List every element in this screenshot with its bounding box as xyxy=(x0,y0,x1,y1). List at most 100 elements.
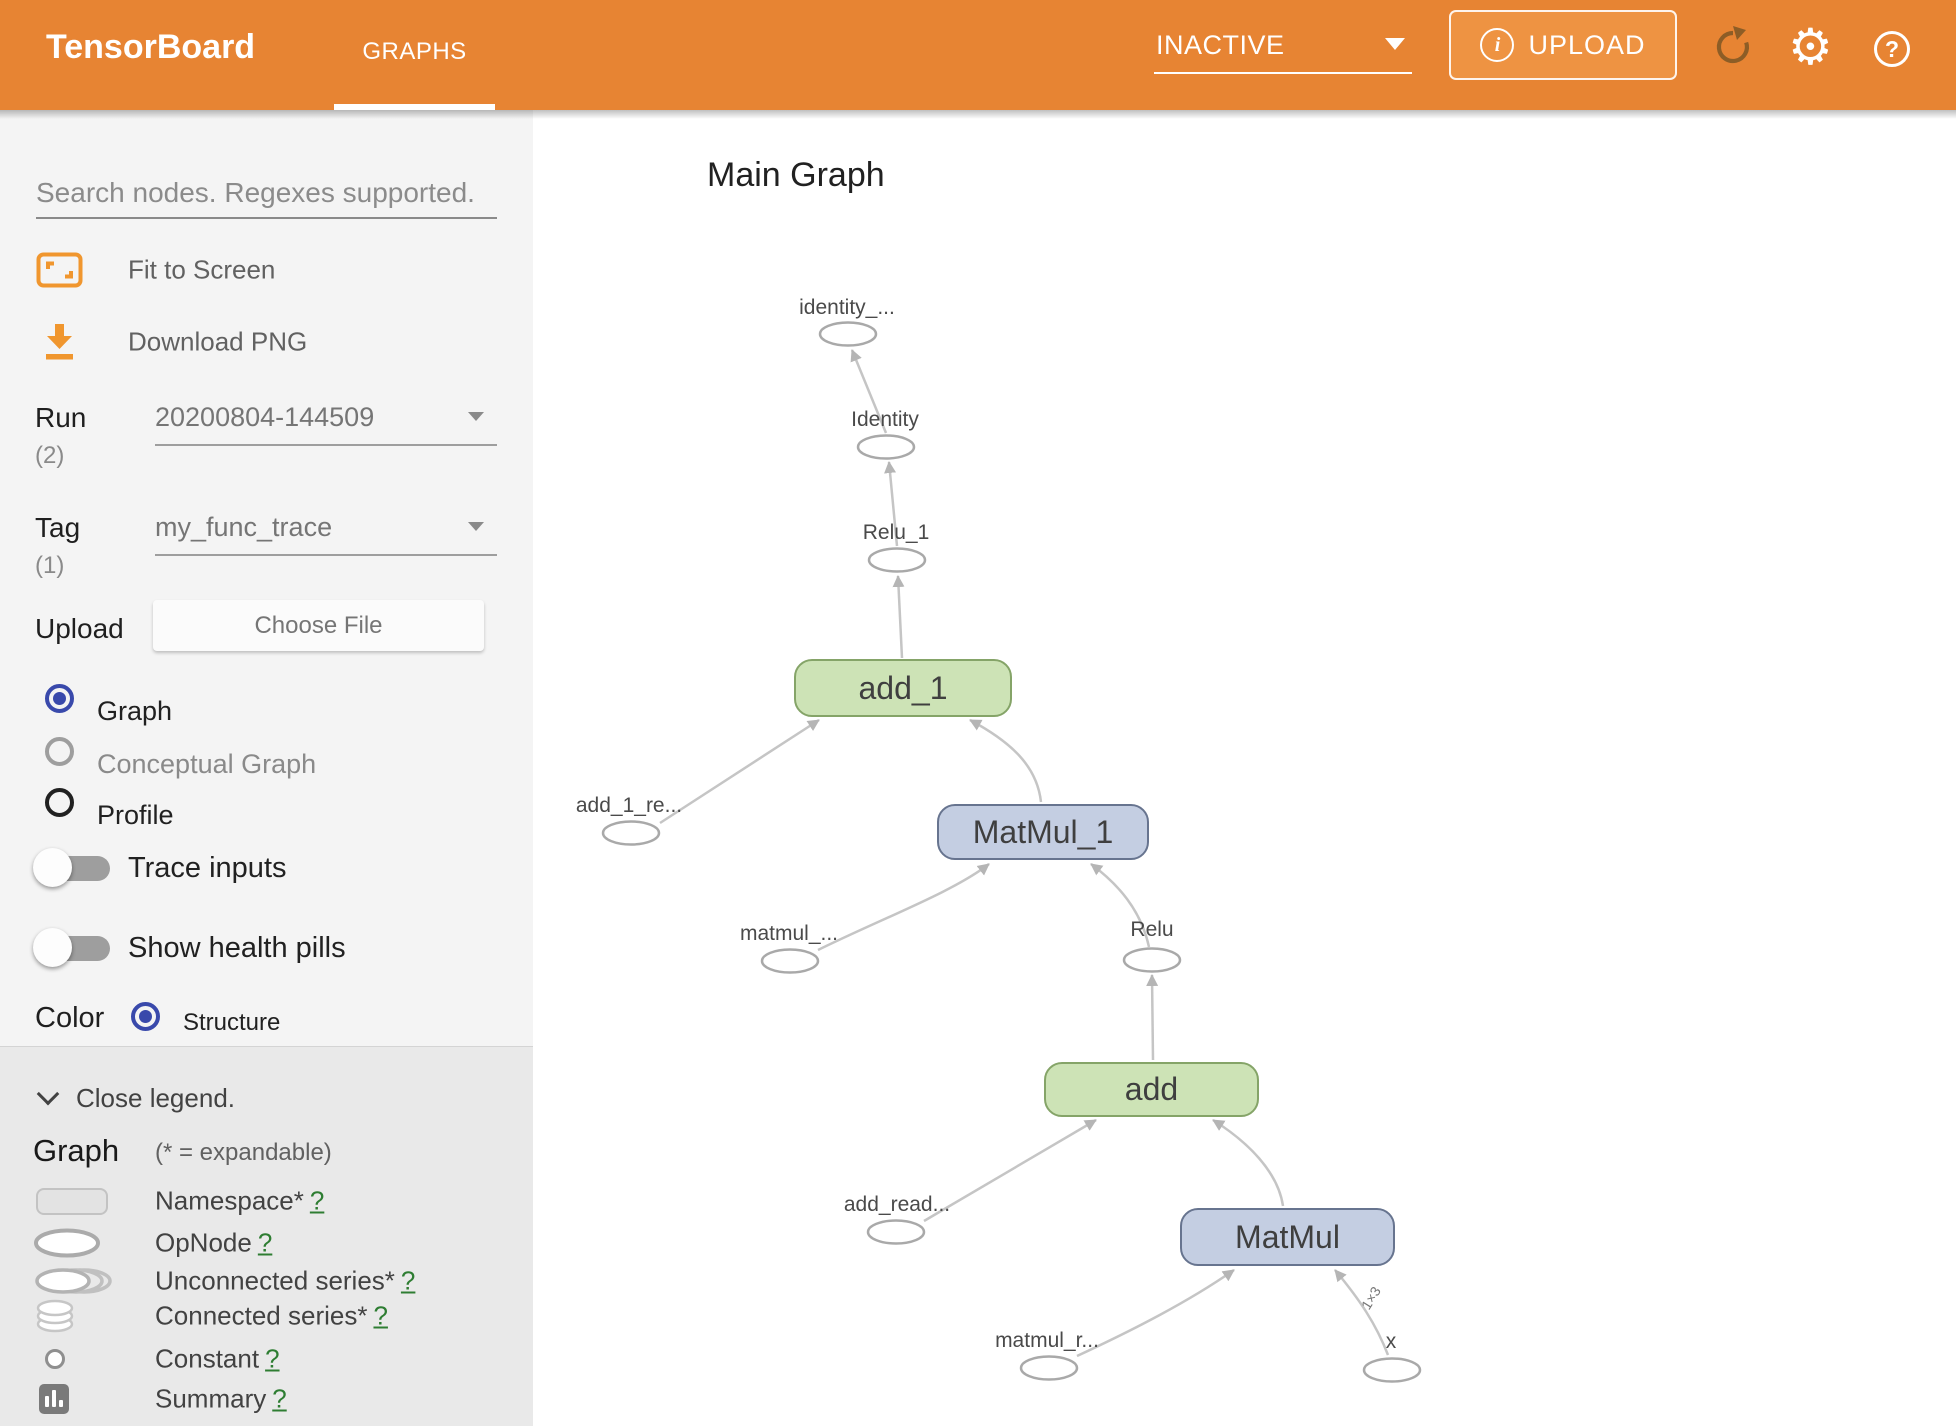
legend-item-namespace: Namespace*? xyxy=(0,1181,533,1221)
graph-pane[interactable]: Main Graph add_1 MatMul_1 add MatMul ide… xyxy=(533,110,1956,1426)
op-label-add-1-read: add_1_re... xyxy=(575,794,683,817)
help-icon[interactable]: ? xyxy=(1874,31,1910,67)
chevron-down-icon xyxy=(36,1082,60,1106)
color-structure-label: Structure xyxy=(183,1009,281,1036)
legend-panel: Close legend. Graph (* = expandable) Nam… xyxy=(0,1046,533,1426)
tag-count: (1) xyxy=(35,552,65,579)
opnode-ellipse-icon xyxy=(34,1228,100,1258)
gear-icon[interactable]: ⚙ xyxy=(1788,19,1833,75)
summary-icon xyxy=(39,1384,69,1414)
help-link[interactable]: ? xyxy=(257,1227,273,1258)
legend-item-summary: Summary? xyxy=(0,1379,533,1419)
edge-add1read-to-add1 xyxy=(659,718,820,825)
opnode-add-read[interactable] xyxy=(866,1219,926,1245)
edge-matmulread2-to-matmul1 xyxy=(817,863,990,952)
help-link[interactable]: ? xyxy=(373,1300,388,1331)
dropdown-underline xyxy=(1154,72,1412,74)
opnode-relu[interactable] xyxy=(1122,947,1182,973)
chevron-down-icon[interactable] xyxy=(468,412,484,421)
legend-heading: Graph xyxy=(33,1133,120,1168)
help-link[interactable]: ? xyxy=(265,1343,280,1374)
help-link[interactable]: ? xyxy=(400,1265,416,1296)
header-shadow xyxy=(0,110,1956,119)
radio-color-structure[interactable] xyxy=(131,1002,160,1031)
op-label-relu: Relu xyxy=(1130,918,1174,941)
legend-item-unconnected-series: Unconnected series*? xyxy=(0,1261,533,1301)
edge-add-to-relu xyxy=(1146,974,1159,1061)
chevron-down-icon[interactable] xyxy=(468,522,484,531)
node-matmul[interactable]: MatMul xyxy=(1180,1208,1395,1266)
op-label-identity-output: identity_... xyxy=(799,296,895,319)
run-label: Run xyxy=(35,402,87,433)
edge-relu1-to-identity xyxy=(884,461,899,547)
opnode-matmul-read-2[interactable] xyxy=(760,948,820,974)
upload-button[interactable]: i UPLOAD xyxy=(1449,10,1677,80)
show-health-pills-label: Show health pills xyxy=(128,932,346,964)
radio-conceptual-graph-label: Conceptual Graph xyxy=(97,749,317,779)
edge-matmul-to-add xyxy=(1212,1118,1285,1207)
app-title: TensorBoard xyxy=(46,28,256,66)
close-legend-button[interactable]: Close legend. xyxy=(36,1081,235,1115)
node-add[interactable]: add xyxy=(1044,1062,1259,1117)
graph-canvas xyxy=(601,321,1422,1383)
op-label-matmul-read: matmul_r... xyxy=(995,1329,1099,1352)
fit-to-screen-button[interactable]: Fit to Screen xyxy=(0,246,533,294)
search-input[interactable] xyxy=(36,172,484,214)
radio-profile-label: Profile xyxy=(97,800,174,830)
constant-circle-icon xyxy=(45,1349,65,1369)
radio-graph-label: Graph xyxy=(97,696,173,726)
radio-conceptual-graph[interactable] xyxy=(45,737,74,766)
download-icon xyxy=(46,324,73,360)
info-icon: i xyxy=(1480,28,1515,62)
help-link[interactable]: ? xyxy=(272,1383,287,1414)
tab-graphs[interactable]: GRAPHS xyxy=(334,0,495,110)
edge-identity-to-identityout xyxy=(850,349,888,434)
legend-expandable-note: (* = expandable) xyxy=(155,1139,332,1166)
node-matmul-1[interactable]: MatMul_1 xyxy=(937,804,1149,860)
legend-item-constant: Constant? xyxy=(0,1339,533,1379)
opnode-matmul-read[interactable] xyxy=(1019,1355,1079,1381)
connected-series-icon xyxy=(36,1299,74,1333)
tag-select-underline xyxy=(155,554,497,556)
edge-matmul1-to-add1 xyxy=(969,718,1043,803)
trace-inputs-toggle[interactable] xyxy=(33,848,111,888)
opnode-x[interactable] xyxy=(1362,1357,1422,1383)
environment-value: INACTIVE xyxy=(1156,30,1285,60)
run-select[interactable]: 20200804-144509 xyxy=(155,402,375,432)
unconnected-series-icon xyxy=(35,1268,112,1294)
opnode-add-1-read[interactable] xyxy=(601,820,661,846)
tag-select[interactable]: my_func_trace xyxy=(155,512,333,542)
chevron-down-icon xyxy=(1385,38,1405,50)
show-health-pills-toggle[interactable] xyxy=(33,928,111,968)
op-label-x: x xyxy=(1385,1330,1397,1353)
edge-addread-to-add xyxy=(923,1118,1097,1223)
download-png-button[interactable]: Download PNG xyxy=(0,318,533,366)
namespace-swatch-icon xyxy=(36,1188,108,1215)
help-link[interactable]: ? xyxy=(309,1185,325,1216)
node-add-1[interactable]: add_1 xyxy=(794,659,1012,717)
choose-file-button[interactable]: Choose File xyxy=(153,600,484,651)
refresh-icon[interactable] xyxy=(1712,26,1754,73)
edge-add1-to-relu1 xyxy=(892,575,905,659)
tag-label: Tag xyxy=(35,512,81,543)
radio-graph[interactable] xyxy=(45,684,74,713)
fit-to-screen-icon xyxy=(36,252,83,288)
opnode-identity-output[interactable] xyxy=(818,321,878,347)
run-select-underline xyxy=(155,444,497,446)
edge-matmulread-to-matmul xyxy=(1076,1268,1235,1358)
trace-inputs-label: Trace inputs xyxy=(128,852,287,884)
sidebar: Fit to Screen Download PNG Run (2) 20200… xyxy=(0,110,533,1046)
environment-dropdown[interactable]: INACTIVE xyxy=(1154,0,1412,110)
op-label-identity: Identity xyxy=(851,408,919,431)
edge-relu-to-matmul1 xyxy=(1090,862,1151,948)
opnode-identity[interactable] xyxy=(856,434,916,460)
edge-x-to-matmul xyxy=(1334,1269,1390,1356)
op-label-add-read: add_read... xyxy=(843,1193,951,1216)
legend-item-opnode: OpNode? xyxy=(0,1223,533,1263)
legend-item-connected-series: Connected series*? xyxy=(0,1296,533,1336)
upload-label: Upload xyxy=(35,613,124,644)
page-title: Main Graph xyxy=(707,156,885,194)
radio-profile[interactable] xyxy=(45,788,74,817)
op-label-relu-1: Relu_1 xyxy=(862,521,930,544)
opnode-relu-1[interactable] xyxy=(867,547,927,573)
